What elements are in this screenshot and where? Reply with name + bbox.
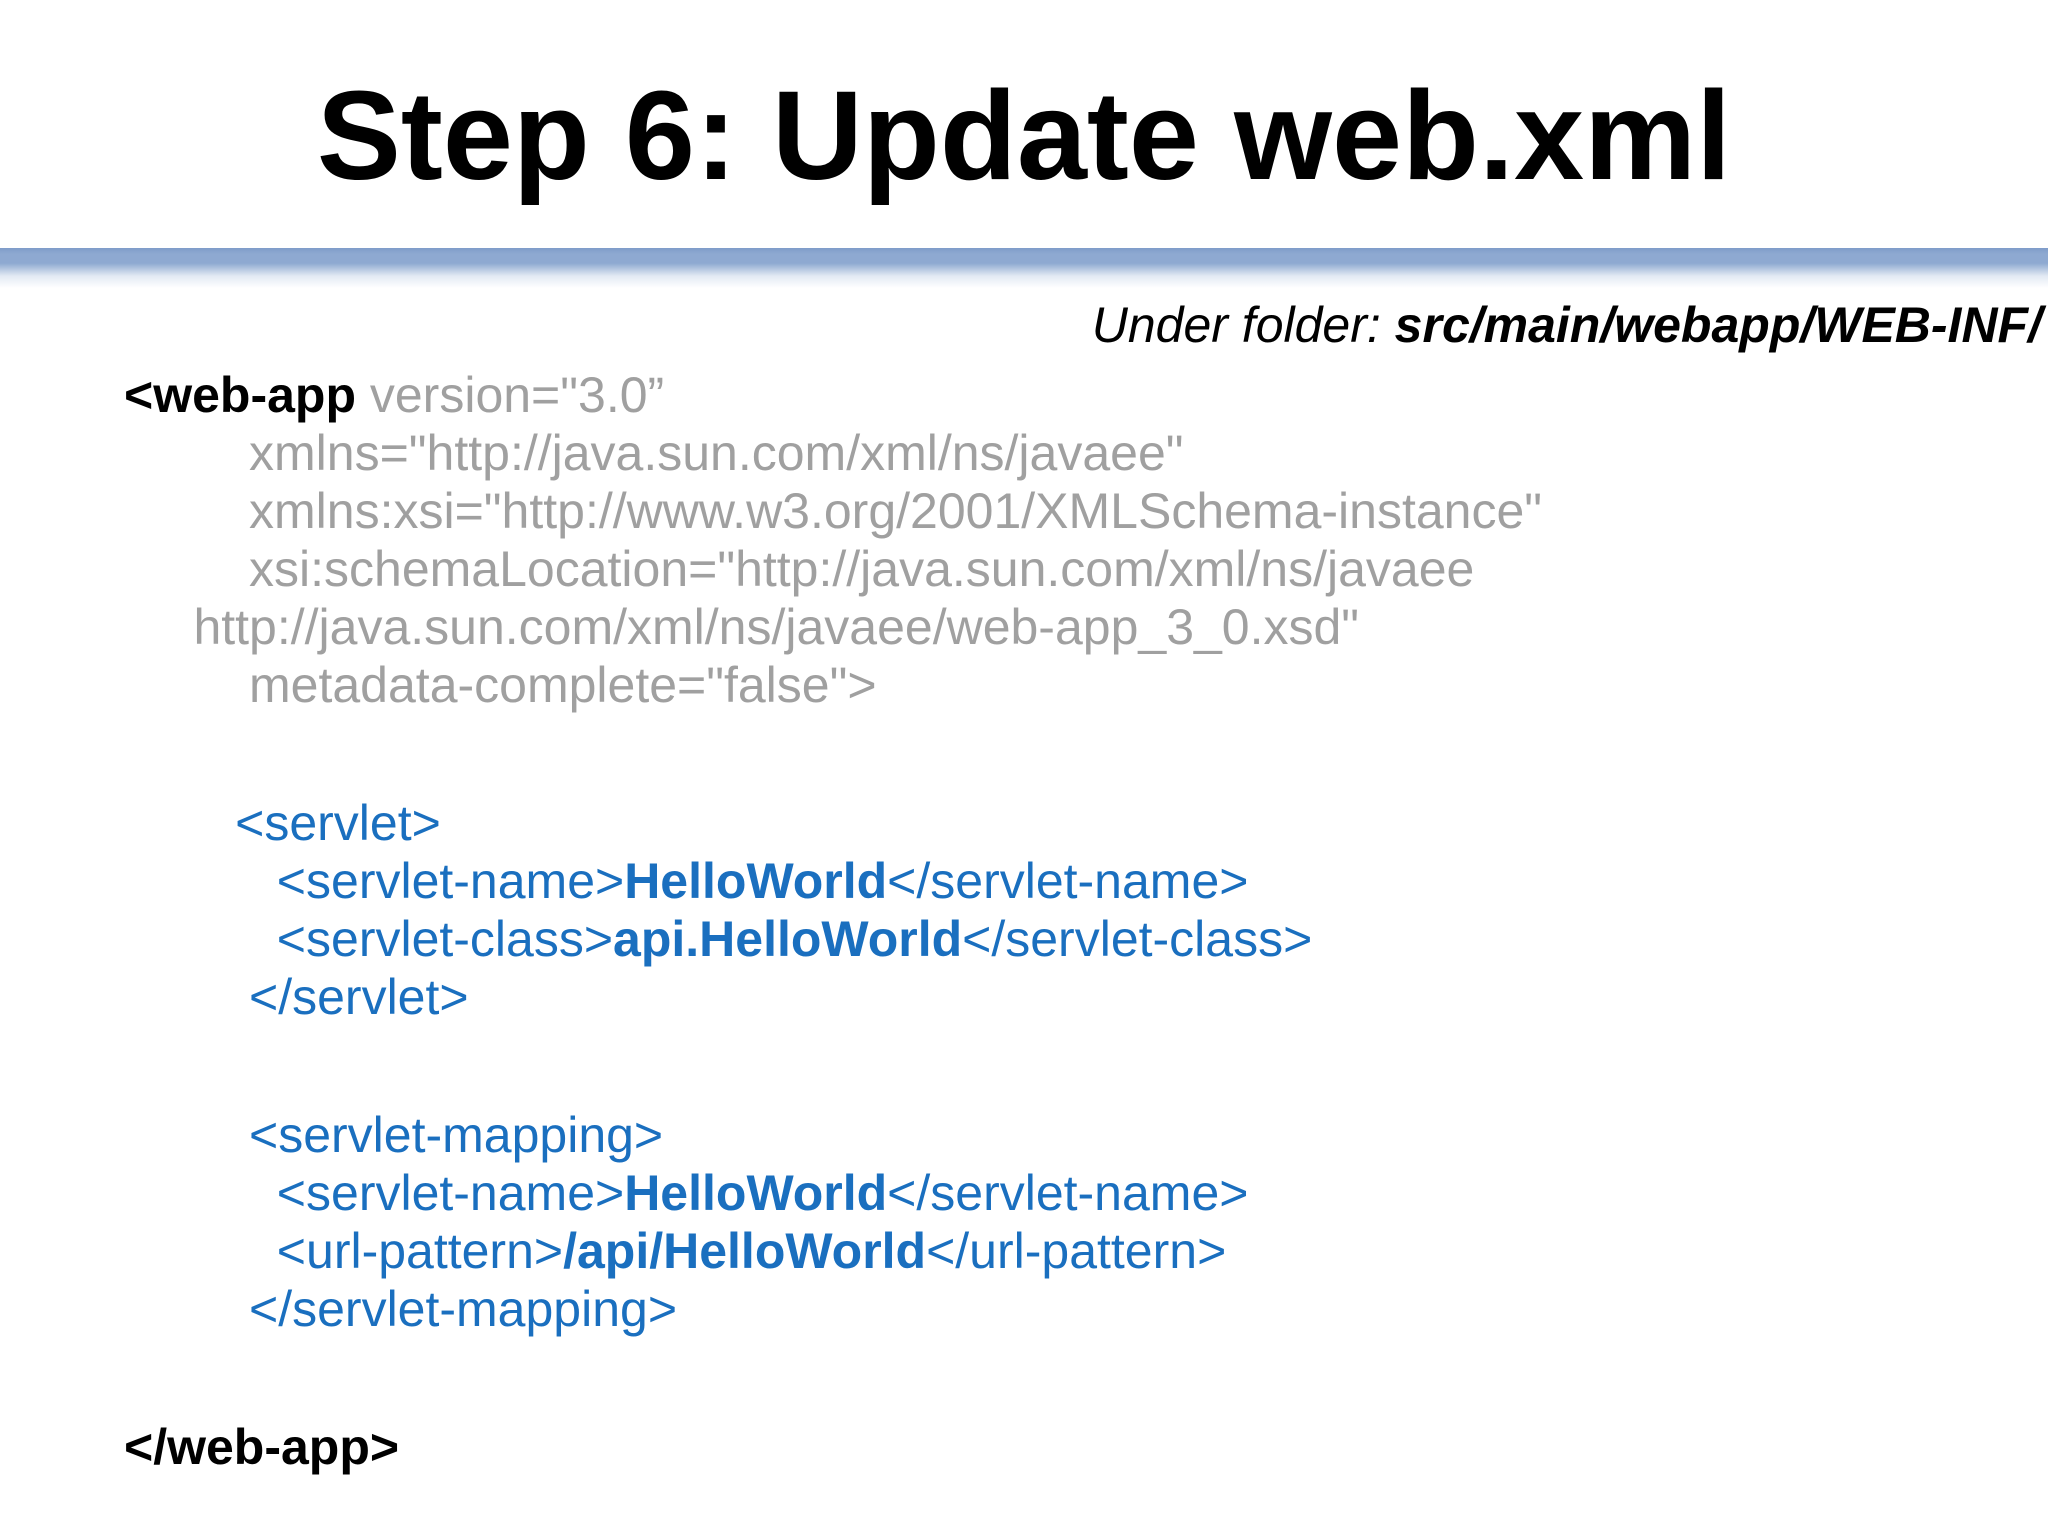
code-segment: api.HelloWorld (613, 911, 963, 967)
code-segment: metadata-complete="false"> (124, 657, 877, 713)
code-blank-line (124, 1338, 1542, 1418)
code-segment: </servlet-name> (887, 853, 1249, 909)
code-segment: xmlns="http://java.sun.com/xml/ns/javaee… (124, 425, 1184, 481)
code-line: </web-app> (124, 1418, 1542, 1476)
code-blank-line (124, 714, 1542, 794)
webxml-code-block: <web-app version="3.0” xmlns="http://jav… (124, 366, 1542, 1476)
code-segment: <servlet> (124, 795, 441, 851)
slide-title: Step 6: Update web.xml (316, 65, 1732, 206)
accent-divider-bar (0, 248, 2048, 288)
code-segment: </url-pattern> (926, 1223, 1227, 1279)
code-segment: </servlet> (124, 969, 469, 1025)
code-segment: <servlet-class> (124, 911, 614, 967)
code-segment: </servlet-class> (962, 911, 1313, 967)
code-segment: /api/HelloWorld (563, 1223, 927, 1279)
code-line: <servlet-mapping> (124, 1106, 1542, 1164)
code-segment: <servlet-name> (124, 853, 625, 909)
code-segment: </servlet-name> (887, 1165, 1249, 1221)
under-folder-path: src/main/webapp/WEB-INF/ (1394, 297, 2042, 353)
code-line: <web-app version="3.0” (124, 366, 1542, 424)
code-line: <servlet-name>HelloWorld</servlet-name> (124, 852, 1542, 910)
code-segment: xmlns:xsi="http://www.w3.org/2001/XMLSch… (124, 483, 1543, 539)
under-folder-note: Under folder: src/main/webapp/WEB-INF/ (1092, 297, 2042, 355)
code-line: xmlns:xsi="http://www.w3.org/2001/XMLSch… (124, 482, 1542, 540)
code-blank-line (124, 1026, 1542, 1106)
code-line: xmlns="http://java.sun.com/xml/ns/javaee… (124, 424, 1542, 482)
code-line: <servlet-name>HelloWorld</servlet-name> (124, 1164, 1542, 1222)
code-segment: <url-pattern> (124, 1223, 564, 1279)
code-segment: HelloWorld (624, 853, 888, 909)
code-line: </servlet-mapping> (124, 1280, 1542, 1338)
code-line: metadata-complete="false"> (124, 656, 1542, 714)
code-line: <servlet> (124, 794, 1542, 852)
code-segment: http://java.sun.com/xml/ns/javaee/web-ap… (124, 599, 1360, 655)
code-line: </servlet> (124, 968, 1542, 1026)
code-line: <url-pattern>/api/HelloWorld</url-patter… (124, 1222, 1542, 1280)
code-segment: </servlet-mapping> (124, 1281, 678, 1337)
code-segment: xsi:schemaLocation="http://java.sun.com/… (124, 541, 1475, 597)
code-segment: <servlet-name> (124, 1165, 625, 1221)
code-segment: <servlet-mapping> (124, 1107, 664, 1163)
code-segment: version="3.0” (355, 367, 665, 423)
code-segment: </web-app> (124, 1419, 400, 1475)
code-line: xsi:schemaLocation="http://java.sun.com/… (124, 540, 1542, 598)
under-folder-label: Under folder: (1091, 297, 1395, 353)
code-line: <servlet-class>api.HelloWorld</servlet-c… (124, 910, 1542, 968)
code-segment: <web-app (124, 367, 356, 423)
code-segment: HelloWorld (624, 1165, 888, 1221)
code-line: http://java.sun.com/xml/ns/javaee/web-ap… (124, 598, 1542, 656)
